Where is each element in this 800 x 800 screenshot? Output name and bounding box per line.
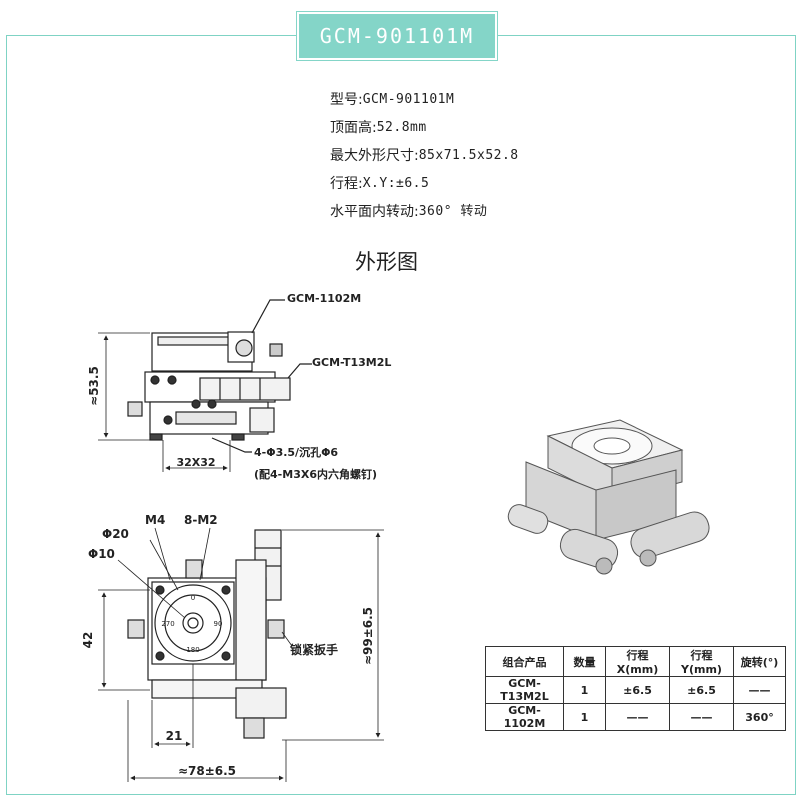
scale-mark-90: 90 — [214, 620, 223, 628]
model-banner: GCM-901101M — [296, 11, 498, 61]
dim-depth: ≈99±6.5 — [361, 607, 375, 665]
isometric-illustration — [507, 419, 710, 575]
label-d20: Φ20 — [102, 527, 129, 541]
leader-holes — [211, 437, 252, 453]
label-m4: M4 — [145, 513, 165, 527]
leader-8m2 — [199, 527, 211, 581]
micrometer-y-end — [249, 407, 275, 433]
lock-handle-icon — [267, 619, 285, 639]
spec-model: 型号:GCM-901101M — [330, 92, 455, 108]
label-rotary: GCM-1102M — [287, 292, 361, 305]
leader-xy — [287, 363, 312, 379]
table-row: GCM-T13M2L 1 ±6.5 ±6.5 —— — [485, 676, 786, 704]
note-screws: (配4-M3X6内六角螺钉) — [254, 467, 377, 481]
iso-micrometer-2 — [630, 511, 710, 559]
note-holes: 4-Φ3.5/沉孔Φ6 — [254, 445, 338, 459]
label-xy: GCM-T13M2L — [312, 356, 391, 369]
outline-drawing-title: 外形图 — [355, 250, 418, 274]
lock-screw-icon — [269, 343, 283, 357]
dim-42: 42 — [81, 632, 95, 649]
rotary-knob-icon — [235, 339, 253, 357]
dim-holes: 32X32 — [176, 456, 215, 469]
scale-mark-270: 270 — [161, 620, 174, 628]
label-lock-handle: 锁紧扳手 — [290, 642, 338, 657]
leader-d20 — [149, 539, 179, 591]
spec-rotation: 水平面内转动:360° 转动 — [330, 204, 488, 220]
leader-m4 — [154, 527, 171, 581]
label-d10: Φ10 — [88, 547, 115, 561]
center-bore-10 — [187, 617, 199, 629]
dim-width: ≈78±6.5 — [178, 764, 236, 778]
leader-rotary — [251, 299, 285, 334]
leader-lock — [281, 631, 293, 647]
scale-mark-0: 0 — [191, 594, 195, 602]
table-row: GCM-1102M 1 —— —— 360° — [485, 703, 786, 731]
dim-21: 21 — [166, 729, 183, 743]
spec-max-size: 最大外形尺寸:85x71.5x52.8 — [330, 148, 519, 164]
dim-height: ≈53.5 — [87, 366, 101, 406]
micrometer-x — [199, 377, 291, 401]
knob-left-icon — [127, 619, 145, 639]
combination-table: 组合产品 数量 行程X(mm) 行程Y(mm) 旋转(°) GCM-T13M2L… — [485, 646, 786, 731]
top-view — [98, 527, 384, 782]
spec-travel: 行程:X.Y:±6.5 — [330, 176, 430, 192]
side-view — [98, 299, 312, 472]
spec-top-height: 顶面高:52.8mm — [330, 120, 427, 136]
micrometer-bottom — [235, 687, 287, 719]
label-8m2: 8-M2 — [184, 513, 218, 527]
spec-list: 型号:GCM-901101M 顶面高:52.8mm 最大外形尺寸:85x71.5… — [330, 86, 519, 226]
scale-mark-180: 180 — [186, 646, 199, 654]
side-knob-icon — [127, 401, 143, 417]
table-header-row: 组合产品 数量 行程X(mm) 行程Y(mm) 旋转(°) — [485, 646, 786, 677]
leader-d10 — [117, 559, 186, 619]
knob-top-icon — [185, 559, 203, 579]
